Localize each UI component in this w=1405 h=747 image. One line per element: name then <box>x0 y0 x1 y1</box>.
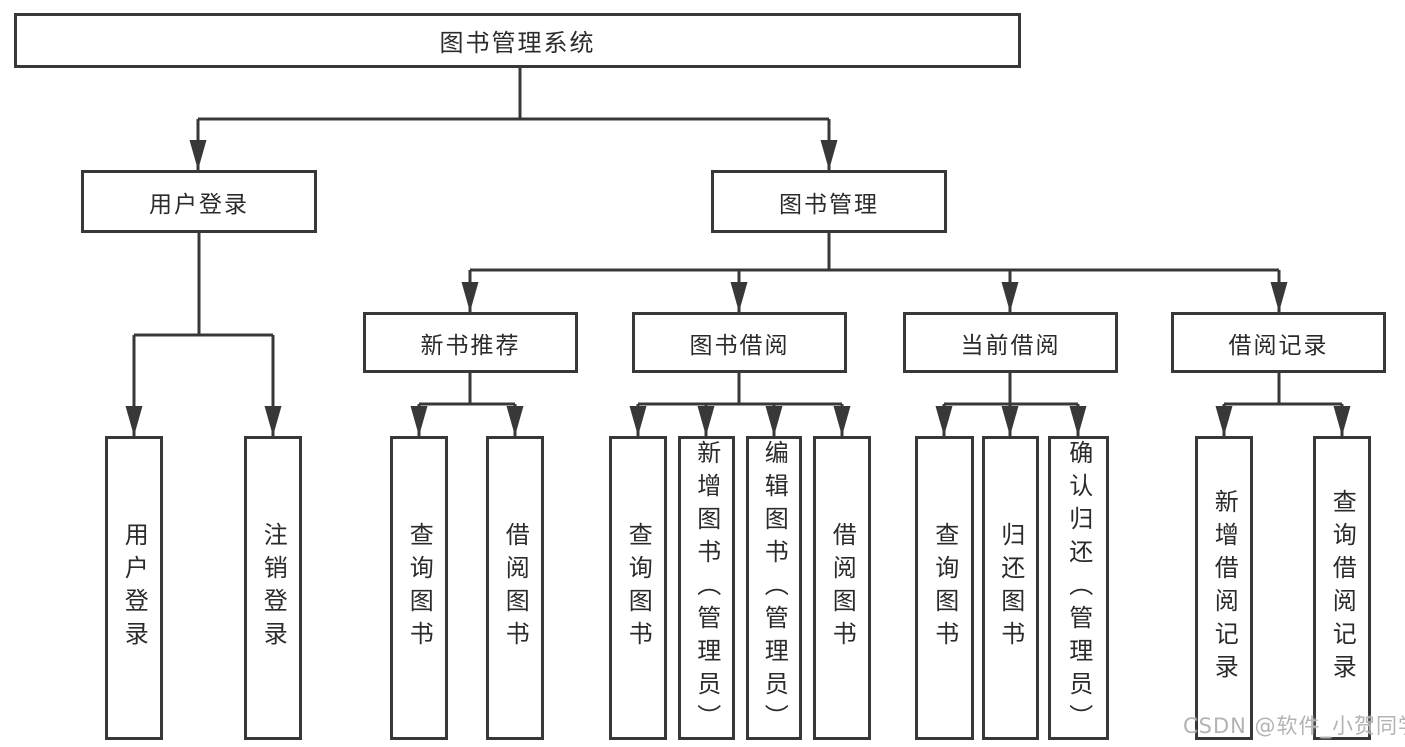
node-label: 查询借阅记录 <box>1328 489 1357 687</box>
node-label: 图书管理 <box>779 191 879 218</box>
leaf-cb-query-books: 查询图书 <box>915 436 974 740</box>
connector-current-borrow-children <box>935 373 1087 436</box>
leaf-logout: 注销登录 <box>244 436 302 740</box>
connector-borrow-records-children <box>1215 373 1351 436</box>
node-label: 归还图书 <box>996 522 1025 654</box>
node-label: 查询图书 <box>405 522 434 654</box>
node-book-management: 图书管理 <box>711 170 947 233</box>
node-label: 新书推荐 <box>420 332 521 359</box>
connector-book-borrow-children <box>629 373 851 436</box>
node-label: 图书管理系统 <box>439 29 596 57</box>
node-new-book-recommendation: 新书推荐 <box>363 312 578 373</box>
leaf-user-login: 用户登录 <box>105 436 163 740</box>
node-label: 新增图书（管理员） <box>692 439 721 737</box>
node-label: 编辑图书（管理员） <box>760 439 789 737</box>
node-label: 查询图书 <box>624 522 653 654</box>
leaf-rec-borrow-books: 借阅图书 <box>486 436 544 740</box>
leaf-bb-query-books: 查询图书 <box>609 436 667 740</box>
node-current-borrow: 当前借阅 <box>903 312 1118 373</box>
node-book-borrow: 图书借阅 <box>632 312 847 373</box>
node-label: 借阅图书 <box>501 522 530 654</box>
node-borrow-records: 借阅记录 <box>1171 312 1386 373</box>
node-label: 当前借阅 <box>960 332 1061 359</box>
connector-book-mgmt-children <box>461 233 1288 312</box>
node-label: 图书借阅 <box>689 332 790 359</box>
csdn-watermark: CSDN @软件_小贺同学 <box>1183 714 1405 738</box>
node-label: 借阅图书 <box>828 522 857 654</box>
connector-root-to-level2 <box>189 68 838 170</box>
node-user-login: 用户登录 <box>81 170 317 233</box>
node-label: 借阅记录 <box>1228 332 1329 359</box>
leaf-bb-add-books-admin: 新增图书（管理员） <box>678 436 735 740</box>
node-label: 注销登录 <box>259 522 288 654</box>
leaf-rec-query-books: 查询图书 <box>390 436 448 740</box>
node-label: 用户登录 <box>120 522 149 654</box>
leaf-bb-edit-books-admin: 编辑图书（管理员） <box>746 436 802 740</box>
node-label: 用户登录 <box>149 191 249 218</box>
connector-user-login-children <box>125 233 282 436</box>
leaf-cb-confirm-return-admin: 确认归还（管理员） <box>1048 436 1109 740</box>
leaf-cb-return-books: 归还图书 <box>982 436 1039 740</box>
node-root: 图书管理系统 <box>14 13 1021 68</box>
leaf-br-add-record: 新增借阅记录 <box>1195 436 1253 740</box>
node-label: 确认归还（管理员） <box>1064 439 1093 737</box>
node-label: 新增借阅记录 <box>1210 489 1239 687</box>
leaf-br-query-record: 查询借阅记录 <box>1313 436 1371 740</box>
node-label: 查询图书 <box>930 522 959 654</box>
leaf-bb-borrow-books: 借阅图书 <box>813 436 871 740</box>
connector-new-book-rec-children <box>410 373 524 436</box>
